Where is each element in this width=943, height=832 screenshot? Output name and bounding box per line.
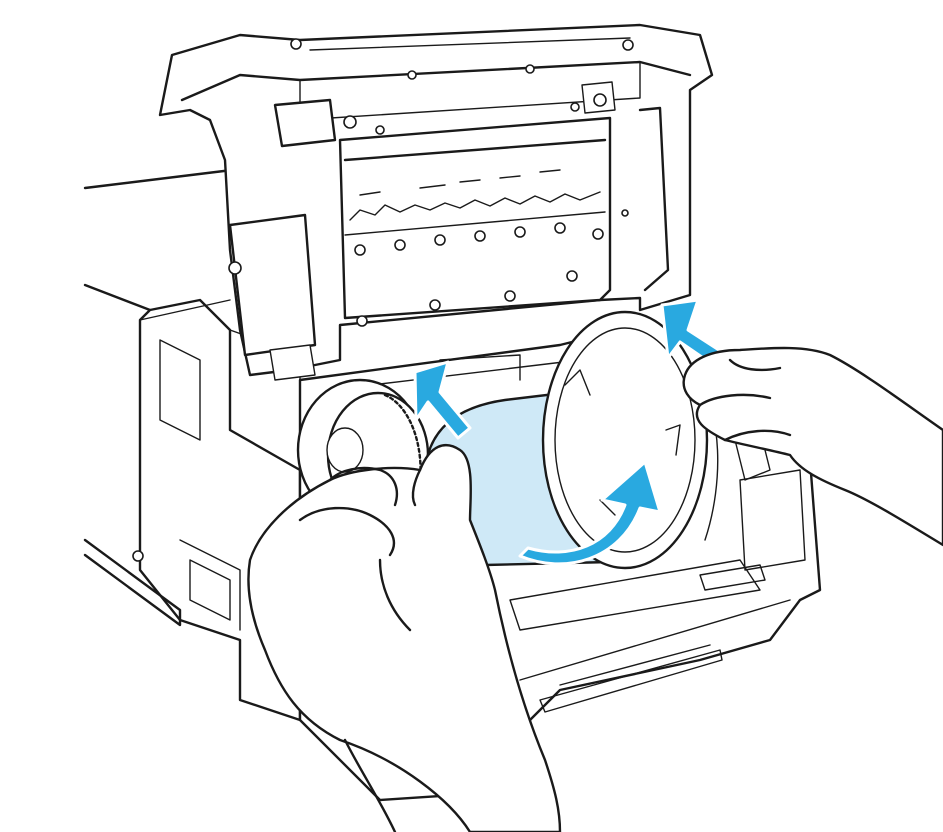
insert-arrow-left-icon (413, 360, 472, 440)
top-cover (158, 23, 714, 381)
rotate-arrow-icon (518, 460, 662, 566)
right-flange (541, 310, 719, 570)
left-hand (247, 444, 562, 832)
right-hand (682, 346, 943, 547)
